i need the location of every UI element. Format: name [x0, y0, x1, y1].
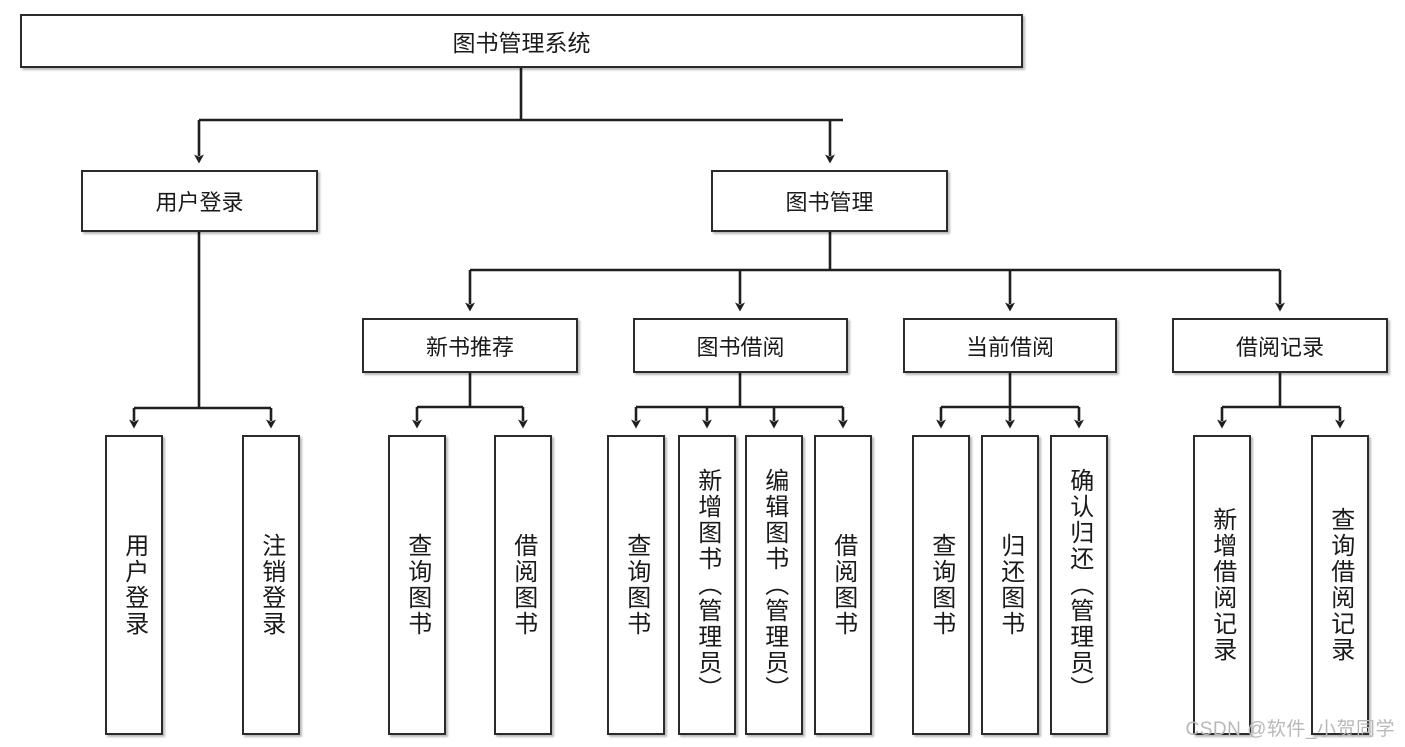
node-label: 图书借阅 [696, 334, 785, 360]
node-user-login[interactable]: 用户登录 [81, 170, 318, 232]
leaf-user-login-login[interactable]: 用户登录 [105, 435, 163, 735]
leaf-current-borrow-confirm-return[interactable]: 确认归还（管理员） [1050, 435, 1108, 735]
node-label: 当前借阅 [965, 334, 1054, 360]
leaf-borrow-record-query[interactable]: 查询借阅记录 [1311, 435, 1369, 735]
leaf-label: 确认归还（管理员） [1065, 468, 1093, 702]
leaf-borrow-record-add[interactable]: 新增借阅记录 [1193, 435, 1251, 735]
leaf-label: 注销登录 [257, 533, 285, 637]
leaf-label: 查询借阅记录 [1326, 507, 1354, 663]
node-label: 图书管理 [785, 190, 874, 215]
leaf-label: 查询图书 [622, 533, 650, 637]
node-book-borrow[interactable]: 图书借阅 [633, 318, 848, 373]
leaf-current-borrow-query[interactable]: 查询图书 [912, 435, 970, 735]
node-label: 新书推荐 [425, 334, 514, 360]
leaf-label: 新增图书（管理员） [693, 468, 721, 702]
leaf-book-borrow-add[interactable]: 新增图书（管理员） [678, 435, 736, 735]
leaf-label: 编辑图书（管理员） [760, 468, 788, 702]
node-new-book-recommend[interactable]: 新书推荐 [362, 318, 578, 373]
leaf-label: 借阅图书 [509, 533, 537, 637]
node-label: 图书管理系统 [452, 30, 591, 56]
leaf-label: 新增借阅记录 [1208, 507, 1236, 663]
node-current-borrow[interactable]: 当前借阅 [903, 318, 1117, 373]
leaf-label: 借阅图书 [829, 533, 857, 637]
leaf-book-borrow-query[interactable]: 查询图书 [607, 435, 665, 735]
node-label: 借阅记录 [1235, 334, 1324, 360]
node-root-book-management-system[interactable]: 图书管理系统 [20, 14, 1023, 68]
node-borrow-record[interactable]: 借阅记录 [1172, 318, 1388, 373]
leaf-label: 归还图书 [996, 533, 1024, 637]
leaf-book-borrow-borrow[interactable]: 借阅图书 [814, 435, 872, 735]
node-label: 用户登录 [155, 190, 244, 215]
leaf-book-borrow-edit[interactable]: 编辑图书（管理员） [745, 435, 803, 735]
node-book-management[interactable]: 图书管理 [711, 170, 948, 232]
leaf-label: 查询图书 [927, 533, 955, 637]
leaf-label: 查询图书 [403, 533, 431, 637]
leaf-label: 用户登录 [120, 533, 148, 637]
leaf-new-book-borrow[interactable]: 借阅图书 [494, 435, 552, 735]
leaf-new-book-query[interactable]: 查询图书 [388, 435, 446, 735]
leaf-current-borrow-return[interactable]: 归还图书 [981, 435, 1039, 735]
leaf-user-login-logout[interactable]: 注销登录 [242, 435, 300, 735]
